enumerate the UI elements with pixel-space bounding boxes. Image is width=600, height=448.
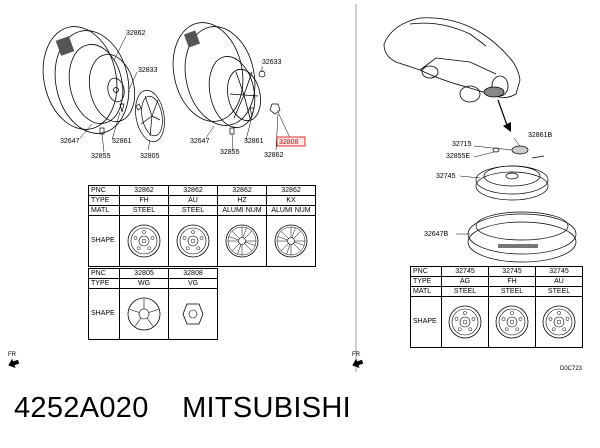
callout-32855: 32855 bbox=[91, 153, 111, 160]
type-cell: FH bbox=[488, 276, 536, 287]
type-cell: AU bbox=[535, 276, 583, 287]
type-cell: AG bbox=[441, 276, 489, 287]
part-number-caption: 4252A020 MITSUBISHI bbox=[14, 392, 352, 424]
matl-cell: ALUMI NUM bbox=[266, 205, 316, 216]
pnc-cell: 32862 bbox=[119, 185, 169, 196]
row-label-matl: MATL bbox=[410, 286, 442, 297]
spare-wheel-icon bbox=[495, 305, 529, 339]
shape-cell bbox=[488, 296, 536, 348]
down-arrow bbox=[497, 99, 511, 132]
row-label-matl: MATL bbox=[88, 205, 120, 216]
callout-32715: 32715 bbox=[452, 141, 472, 148]
steel-wheel-icon bbox=[127, 224, 161, 258]
callout-32861: 32861 bbox=[112, 138, 132, 145]
shape-cell bbox=[266, 215, 316, 267]
alloy-wheel-icon bbox=[274, 224, 308, 258]
tire-alloy-wheel-illustration bbox=[172, 22, 261, 128]
pnc-cell: 32745 bbox=[441, 266, 489, 277]
callout-32805: 32805 bbox=[140, 153, 160, 160]
leader-lines-left bbox=[79, 35, 291, 153]
cover-spec-table: PNC 32805 32808 TYPE WG VG SHAPE bbox=[88, 268, 218, 340]
shape-cell bbox=[535, 296, 583, 348]
front-mark-left: FR bbox=[8, 352, 17, 358]
callout-32862: 32862 bbox=[126, 30, 146, 37]
shape-cell bbox=[119, 215, 169, 267]
callout-32647-b: 32647 bbox=[190, 138, 210, 145]
highlight-box bbox=[276, 136, 306, 147]
callout-32861B: 32861B bbox=[528, 132, 552, 139]
callout-32862-b: 32862 bbox=[264, 152, 284, 159]
wheel-spec-table: PNC 32862 32862 32862 32862 TYPE FH AU H… bbox=[88, 185, 316, 267]
callout-32861-b: 32861 bbox=[244, 138, 264, 145]
row-label-type: TYPE bbox=[88, 195, 120, 206]
matl-cell: STEEL bbox=[441, 286, 489, 297]
leader-lines-right bbox=[456, 137, 521, 235]
pnc-cell: 32745 bbox=[535, 266, 583, 277]
type-cell: HZ bbox=[217, 195, 267, 206]
row-label-pnc: PNC bbox=[88, 268, 120, 279]
wheel-cover-icon bbox=[127, 297, 161, 331]
center-cap-icon bbox=[182, 303, 204, 325]
steel-wheel-icon bbox=[176, 224, 210, 258]
shape-cell bbox=[217, 215, 267, 267]
type-cell: AU bbox=[168, 195, 218, 206]
front-mark-right: FR bbox=[352, 352, 361, 358]
pnc-cell: 32805 bbox=[119, 268, 169, 279]
matl-cell: STEEL bbox=[488, 286, 536, 297]
callout-32855E: 32855E bbox=[446, 153, 470, 160]
callout-32633: 32633 bbox=[262, 59, 282, 66]
pnc-cell: 32862 bbox=[217, 185, 267, 196]
shape-cell bbox=[119, 288, 169, 340]
pnc-cell: 32862 bbox=[266, 185, 316, 196]
callout-32855-b: 32855 bbox=[220, 149, 240, 156]
shape-cell bbox=[441, 296, 489, 348]
alloy-wheel-icon bbox=[225, 224, 259, 258]
shape-cell bbox=[168, 288, 218, 340]
matl-cell: STEEL bbox=[168, 205, 218, 216]
spare-wheel-icon bbox=[542, 305, 576, 339]
type-cell: WG bbox=[119, 278, 169, 289]
front-arrow-left-icon bbox=[8, 358, 20, 369]
wheel-cover-illustration bbox=[135, 89, 165, 143]
pnc-cell: 32862 bbox=[168, 185, 218, 196]
row-label-type: TYPE bbox=[88, 278, 120, 289]
shape-cell bbox=[168, 215, 218, 267]
type-cell: VG bbox=[168, 278, 218, 289]
callout-32647: 32647 bbox=[60, 138, 80, 145]
type-cell: KX bbox=[266, 195, 316, 206]
callout-32647B: 32647B bbox=[424, 231, 448, 238]
tire-steel-wheel-illustration bbox=[42, 26, 136, 134]
front-arrow-right-icon bbox=[352, 358, 364, 369]
matl-cell: ALUMI NUM bbox=[217, 205, 267, 216]
matl-cell: STEEL bbox=[119, 205, 169, 216]
pnc-cell: 32745 bbox=[488, 266, 536, 277]
type-cell: FH bbox=[119, 195, 169, 206]
pnc-cell: 32808 bbox=[168, 268, 218, 279]
spare-parts-illustration bbox=[467, 145, 577, 263]
row-label-shape: SHAPE bbox=[88, 215, 120, 267]
matl-cell: STEEL bbox=[535, 286, 583, 297]
row-label-type: TYPE bbox=[410, 276, 442, 287]
spare-wheel-spec-table: PNC 32745 32745 32745 TYPE AG FH AU MATL… bbox=[410, 266, 583, 348]
row-label-pnc: PNC bbox=[88, 185, 120, 196]
row-label-shape: SHAPE bbox=[410, 296, 442, 348]
doc-code: D0C723 bbox=[560, 366, 583, 372]
callout-32808-highlighted: 32808 bbox=[279, 139, 299, 146]
spare-wheel-icon bbox=[448, 305, 482, 339]
car-illustration bbox=[383, 17, 521, 103]
row-label-shape: SHAPE bbox=[88, 288, 120, 340]
callout-32833: 32833 bbox=[138, 67, 158, 74]
callout-32745: 32745 bbox=[436, 173, 456, 180]
row-label-pnc: PNC bbox=[410, 266, 442, 277]
